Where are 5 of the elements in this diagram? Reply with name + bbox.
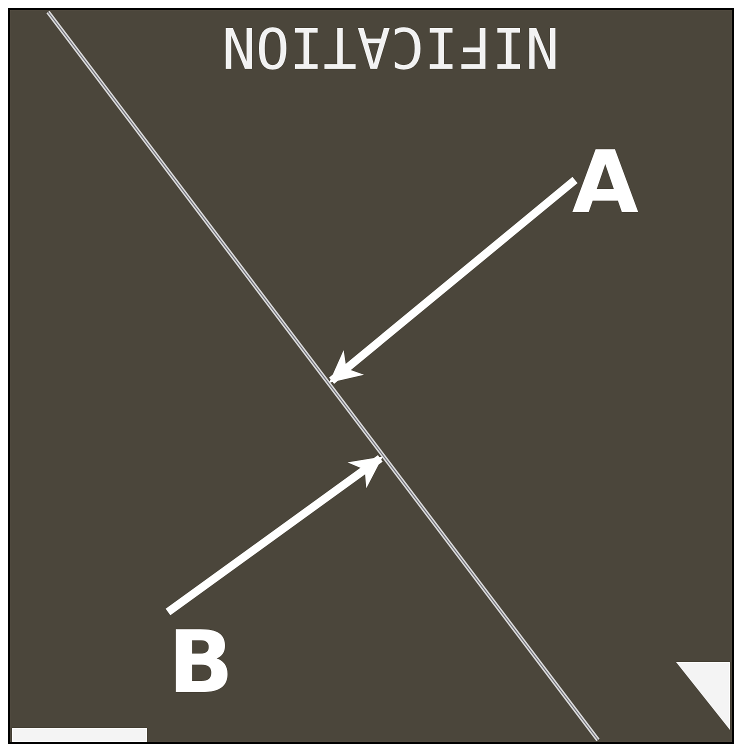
arrow	[166, 455, 383, 616]
callout-letter: A	[572, 140, 639, 226]
callout-letter: B	[168, 620, 234, 706]
arrow	[329, 176, 578, 384]
screen-text: NIFICATION	[222, 18, 560, 74]
